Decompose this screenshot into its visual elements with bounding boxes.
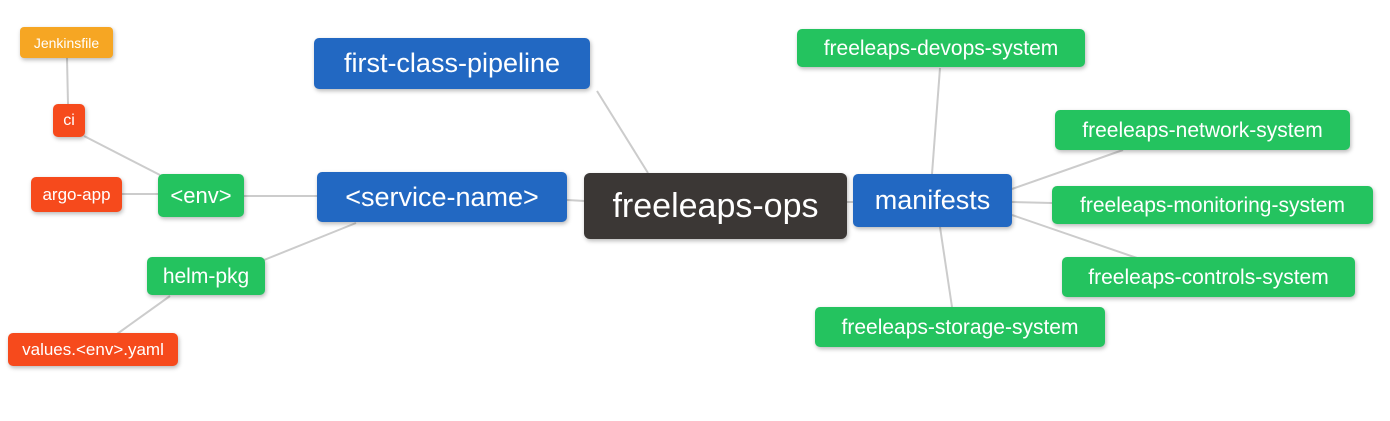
edge-helm-pkg-values-env-yaml (116, 295, 171, 335)
node-argo-app[interactable]: argo-app (31, 177, 122, 212)
edge-manifests-network-system (1011, 149, 1124, 190)
edge-service-name-helm-pkg (263, 222, 357, 261)
node-freeleaps-controls-system[interactable]: freeleaps-controls-system (1062, 257, 1355, 297)
node-freeleaps-devops-system[interactable]: freeleaps-devops-system (797, 29, 1085, 67)
node-freeleaps-ops[interactable]: freeleaps-ops (584, 173, 847, 239)
node-freeleaps-monitoring-system[interactable]: freeleaps-monitoring-system (1052, 186, 1373, 224)
node-first-class-pipeline[interactable]: first-class-pipeline (314, 38, 590, 89)
edge-ci-env (83, 135, 161, 176)
edge-first-class-pipeline-ops (596, 90, 649, 174)
node-freeleaps-network-system[interactable]: freeleaps-network-system (1055, 110, 1350, 150)
node-helm-pkg[interactable]: helm-pkg (147, 257, 265, 295)
node-values-env-yaml[interactable]: values.<env>.yaml (8, 333, 178, 366)
node-freeleaps-storage-system[interactable]: freeleaps-storage-system (815, 307, 1105, 347)
node-env[interactable]: <env> (158, 174, 244, 217)
node-manifests[interactable]: manifests (853, 174, 1012, 227)
edge-jenkinsfile-ci (66, 57, 69, 105)
edge-manifests-controls-system (1011, 214, 1138, 259)
edge-manifests-devops-system (931, 67, 941, 175)
node-service-name[interactable]: <service-name> (317, 172, 567, 222)
edge-service-name-ops (566, 199, 586, 202)
node-ci[interactable]: ci (53, 104, 85, 137)
node-jenkinsfile[interactable]: Jenkinsfile (20, 27, 113, 58)
edge-manifests-storage-system (939, 226, 953, 308)
edge-manifests-monitoring-system (1011, 201, 1053, 204)
